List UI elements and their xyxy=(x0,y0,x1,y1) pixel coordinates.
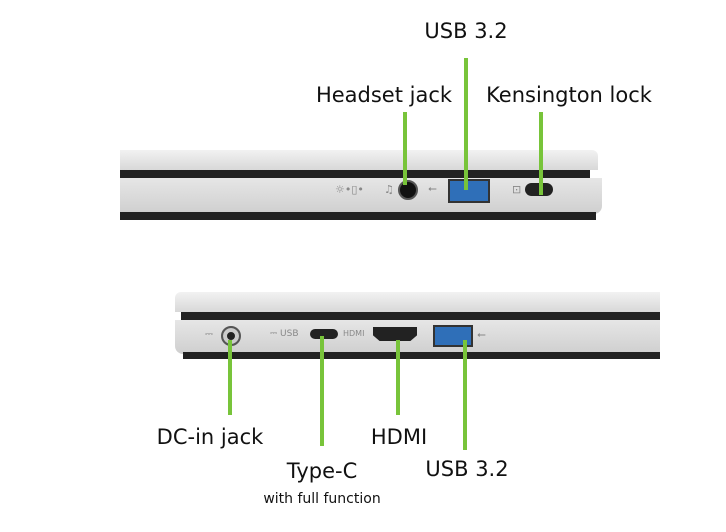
indicator-icons: ☼•▯• xyxy=(335,183,364,196)
dc-icon: ⎓ xyxy=(205,329,213,340)
laptop-right-side: ☼•▯• ♫ ⭠ ⊡ xyxy=(120,150,602,224)
label-hdmi: HDMI xyxy=(370,425,428,449)
hdmi-icon: HDMI xyxy=(343,329,365,338)
label-headset-jack: Headset jack xyxy=(315,83,453,107)
headset-jack-port xyxy=(398,180,418,200)
base xyxy=(175,320,660,354)
label-usb-top: USB 3.2 xyxy=(424,19,508,43)
usb-c-icon: ⎓ USB xyxy=(270,329,299,339)
callout-line-type-c xyxy=(320,336,324,446)
base-bottom xyxy=(120,212,596,220)
callout-line-usb-top xyxy=(464,58,468,190)
hdmi-port xyxy=(373,327,417,341)
lock-icon: ⊡ xyxy=(512,183,522,196)
usb-port xyxy=(448,179,490,203)
laptop-left-side: ⎓ ⎓ USB HDMI ⭠ xyxy=(175,292,660,364)
type-c-port xyxy=(310,329,338,339)
base-bottom xyxy=(183,352,660,359)
base xyxy=(120,178,602,214)
callout-line-headset xyxy=(403,112,407,185)
label-dc-in-jack: DC-in jack xyxy=(156,425,264,449)
label-kensington-lock: Kensington lock xyxy=(486,83,652,107)
callout-line-hdmi xyxy=(396,340,400,415)
bezel-gap xyxy=(181,312,660,320)
label-type-c-note: with full function xyxy=(263,491,381,507)
callout-line-usb-bottom xyxy=(463,340,467,450)
usb-symbol-icon: ⭠ xyxy=(428,182,437,195)
usb-port xyxy=(433,325,473,347)
callout-line-dc-in xyxy=(228,340,232,415)
headset-icon: ♫ xyxy=(384,183,394,196)
label-usb-bottom: USB 3.2 xyxy=(425,457,509,481)
label-type-c: Type-C xyxy=(286,459,358,483)
bezel-gap xyxy=(120,170,590,178)
callout-line-kensington xyxy=(539,112,543,195)
usb-symbol-icon: ⭠ xyxy=(477,328,486,341)
lid xyxy=(120,150,598,170)
lid xyxy=(175,292,660,312)
